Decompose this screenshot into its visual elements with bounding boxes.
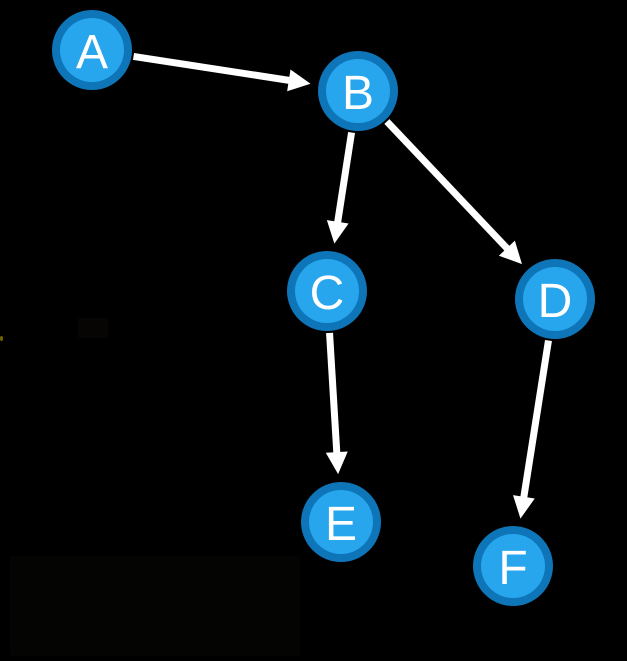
edge-line-C-E [326,332,341,455]
edge-line-B-C [333,131,356,225]
arrowhead-icon [325,451,348,475]
node-body [309,490,373,554]
node-body [326,59,390,123]
edge-A-B [132,52,311,92]
edge-line-A-B [132,52,292,85]
node-B[interactable]: B [318,51,398,131]
nodes-layer: A B C D E F [52,10,595,606]
edge-C-E [325,332,348,475]
edges-layer [132,52,552,519]
artifact-yellow-dot [0,336,3,341]
node-label: B [342,67,374,120]
node-body [60,18,124,82]
arrowhead-icon [513,495,535,519]
node-F[interactable]: F [473,526,553,606]
node-label: F [498,542,527,595]
edge-B-C [326,131,356,244]
edge-line-B-D [384,119,511,253]
node-body [523,267,587,331]
node-body [481,534,545,598]
arrowhead-icon [287,69,311,92]
node-D[interactable]: D [515,259,595,339]
node-C[interactable]: C [287,251,367,331]
node-label: A [76,26,108,79]
node-E[interactable]: E [301,482,381,562]
arrowhead-icon [326,220,349,244]
artifact-smudge-bottom-left [10,556,300,656]
edge-B-D [384,119,522,265]
node-A[interactable]: A [52,10,132,90]
edge-line-D-F [520,339,552,500]
node-label: D [538,275,573,328]
node-label: C [310,267,345,320]
node-body [295,259,359,323]
artifact-smudge-left [78,318,108,338]
arrowhead-icon [498,240,522,265]
node-label: E [325,498,357,551]
background-artifacts [0,318,300,656]
edge-D-F [513,339,552,519]
